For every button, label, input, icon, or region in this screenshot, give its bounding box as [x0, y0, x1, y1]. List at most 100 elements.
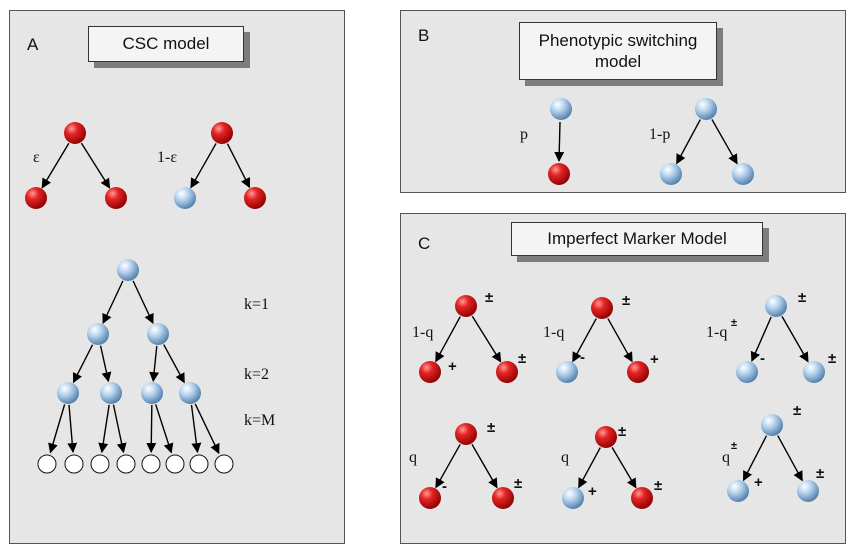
- csc-symmetric-parent-cell: [64, 122, 86, 144]
- panel-c-label: C: [418, 234, 431, 253]
- tree-leaf-cell-0: [37, 454, 57, 474]
- q-label-2: q: [561, 449, 569, 466]
- switch-division-right-cell: [732, 163, 754, 185]
- tree-k2-cell-1: [100, 382, 122, 404]
- p-label: p: [520, 126, 528, 143]
- marker-r1c2-left-cell: [556, 361, 578, 383]
- k2-label: k=2: [244, 366, 269, 383]
- csc-symmetric-right-cell: [105, 187, 127, 209]
- marker-r1c1-right-cell: [496, 361, 518, 383]
- csc-asymmetric-arrow-right: [226, 143, 251, 189]
- sign-c2-parent: ±: [622, 292, 630, 309]
- sign-c3-parent: ±: [798, 289, 806, 306]
- one-minus-p-label: 1-p: [649, 126, 670, 143]
- marker-r2c2-parent-cell: [595, 426, 617, 448]
- epsilon-label: ε: [33, 149, 40, 166]
- tree-k1-cell-0: [87, 323, 109, 345]
- sign-c2-right: +: [650, 351, 659, 368]
- q-label-3: q: [722, 449, 730, 466]
- sign-c3-right: ±: [828, 350, 836, 367]
- tree-leaf-cell-4: [141, 454, 161, 474]
- marker-r2c1-arrow-right: [471, 444, 498, 489]
- tree-leaf-arrow-0: [48, 404, 66, 454]
- marker-r2c1-left-cell: [419, 487, 441, 509]
- tree-leaf-arrow-4: [146, 404, 157, 454]
- marker-r2c3-right-cell: [797, 480, 819, 502]
- marker-r1c2-arrow-left: [572, 318, 597, 363]
- sign-c4-left: -: [442, 478, 447, 495]
- q-label-1: q: [409, 449, 417, 466]
- marker-r1c2-arrow-right: [607, 318, 633, 363]
- marker-r2c3-arrow-right: [777, 435, 803, 482]
- one-minus-q-label-1: 1-q: [412, 324, 433, 341]
- labels-layer: ε 1-ε k=1 k=2 k=M p 1-p 1-q 1-q 1-q ± ± …: [33, 126, 836, 500]
- marker-r2c2-arrow-right: [611, 446, 637, 489]
- sign-c6-right: ±: [816, 465, 824, 482]
- marker-r1c1-arrow-right: [471, 315, 502, 363]
- switch-division-left-cell: [660, 163, 682, 185]
- one-minus-q-label-3: 1-q: [706, 324, 727, 341]
- phenotypic-switching-title: Phenotypic switching model: [519, 22, 717, 80]
- switch-division-arrow-right: [711, 119, 738, 165]
- tree-k1-cell-1: [147, 323, 169, 345]
- marker-r2c2-left-cell: [562, 487, 584, 509]
- one-minus-epsilon-label: 1-ε: [157, 149, 177, 166]
- tree-leaf-cell-2: [90, 454, 110, 474]
- sign-c5-left: +: [588, 483, 597, 500]
- tree-k2-arrow-2: [149, 345, 160, 383]
- tree-leaf-arrow-7: [194, 403, 220, 455]
- phenotypic-title-line2: model: [594, 52, 642, 71]
- tree-k2-arrow-1: [99, 345, 112, 383]
- panel-b-label: B: [418, 26, 430, 45]
- tree-k2-cell-3: [179, 382, 201, 404]
- one-minus-q-label-2: 1-q: [543, 324, 564, 341]
- marker-r2c3-arrow-left: [742, 435, 768, 482]
- csc-symmetric-arrow-right: [80, 142, 111, 189]
- switch-division-parent-cell: [695, 98, 717, 120]
- sign-c1-left: +: [448, 358, 457, 375]
- marker-r2c2-right-cell: [631, 487, 653, 509]
- tree-leaf-arrow-2: [98, 404, 110, 454]
- q-superscript-pm-2: ±: [731, 440, 737, 452]
- tree-leaf-arrow-3: [112, 404, 127, 454]
- marker-r1c2-right-cell: [627, 361, 649, 383]
- tree-leaf-cell-5: [165, 454, 185, 474]
- csc-symmetric-left-cell: [25, 187, 47, 209]
- k1-label: k=1: [244, 296, 269, 313]
- tree-root-cell: [117, 259, 139, 281]
- sign-c2-left: -: [580, 349, 585, 366]
- tree-k2-cell-2: [141, 382, 163, 404]
- tree-leaf-arrow-1: [67, 404, 78, 454]
- marker-r2c2-arrow-left: [578, 447, 601, 489]
- phenotypic-title-line1: Phenotypic switching: [538, 30, 698, 50]
- marker-r1c1-arrow-left: [435, 316, 461, 363]
- panel-a-label: A: [27, 35, 39, 54]
- cells-layer: [25, 98, 825, 509]
- q-superscript-pm-1: ±: [731, 317, 737, 329]
- tree-k2-cell-0: [57, 382, 79, 404]
- marker-r1c3-arrow-right: [781, 316, 809, 363]
- kM-label: k=M: [244, 412, 275, 429]
- csc-asymmetric-left-cell: [174, 187, 196, 209]
- sign-c5-right: ±: [654, 477, 662, 494]
- sign-c4-right: ±: [514, 475, 522, 492]
- sign-c4-parent: ±: [487, 419, 495, 436]
- csc-asymmetric-arrow-left: [190, 143, 217, 189]
- csc-asymmetric-parent-cell: [211, 122, 233, 144]
- sign-c1-right: ±: [518, 350, 526, 367]
- marker-r1c3-arrow-left: [750, 316, 772, 362]
- imperfect-marker-title: Imperfect Marker Model: [511, 222, 763, 256]
- marker-r2c1-parent-cell: [455, 423, 477, 445]
- tree-leaf-cell-6: [189, 454, 209, 474]
- marker-r1c3-right-cell: [803, 361, 825, 383]
- switch-arrow: [554, 121, 565, 162]
- tree-k1-arrow-0: [102, 280, 124, 325]
- switch-parent-cell: [550, 98, 572, 120]
- marker-r1c1-left-cell: [419, 361, 441, 383]
- tree-leaf-cell-1: [64, 454, 84, 474]
- tree-leaf-arrow-6: [190, 404, 202, 454]
- marker-r1c1-parent-cell: [455, 295, 477, 317]
- tree-leaf-cell-7: [214, 454, 234, 474]
- sign-c6-left: +: [754, 474, 763, 491]
- csc-model-title: CSC model: [88, 26, 244, 62]
